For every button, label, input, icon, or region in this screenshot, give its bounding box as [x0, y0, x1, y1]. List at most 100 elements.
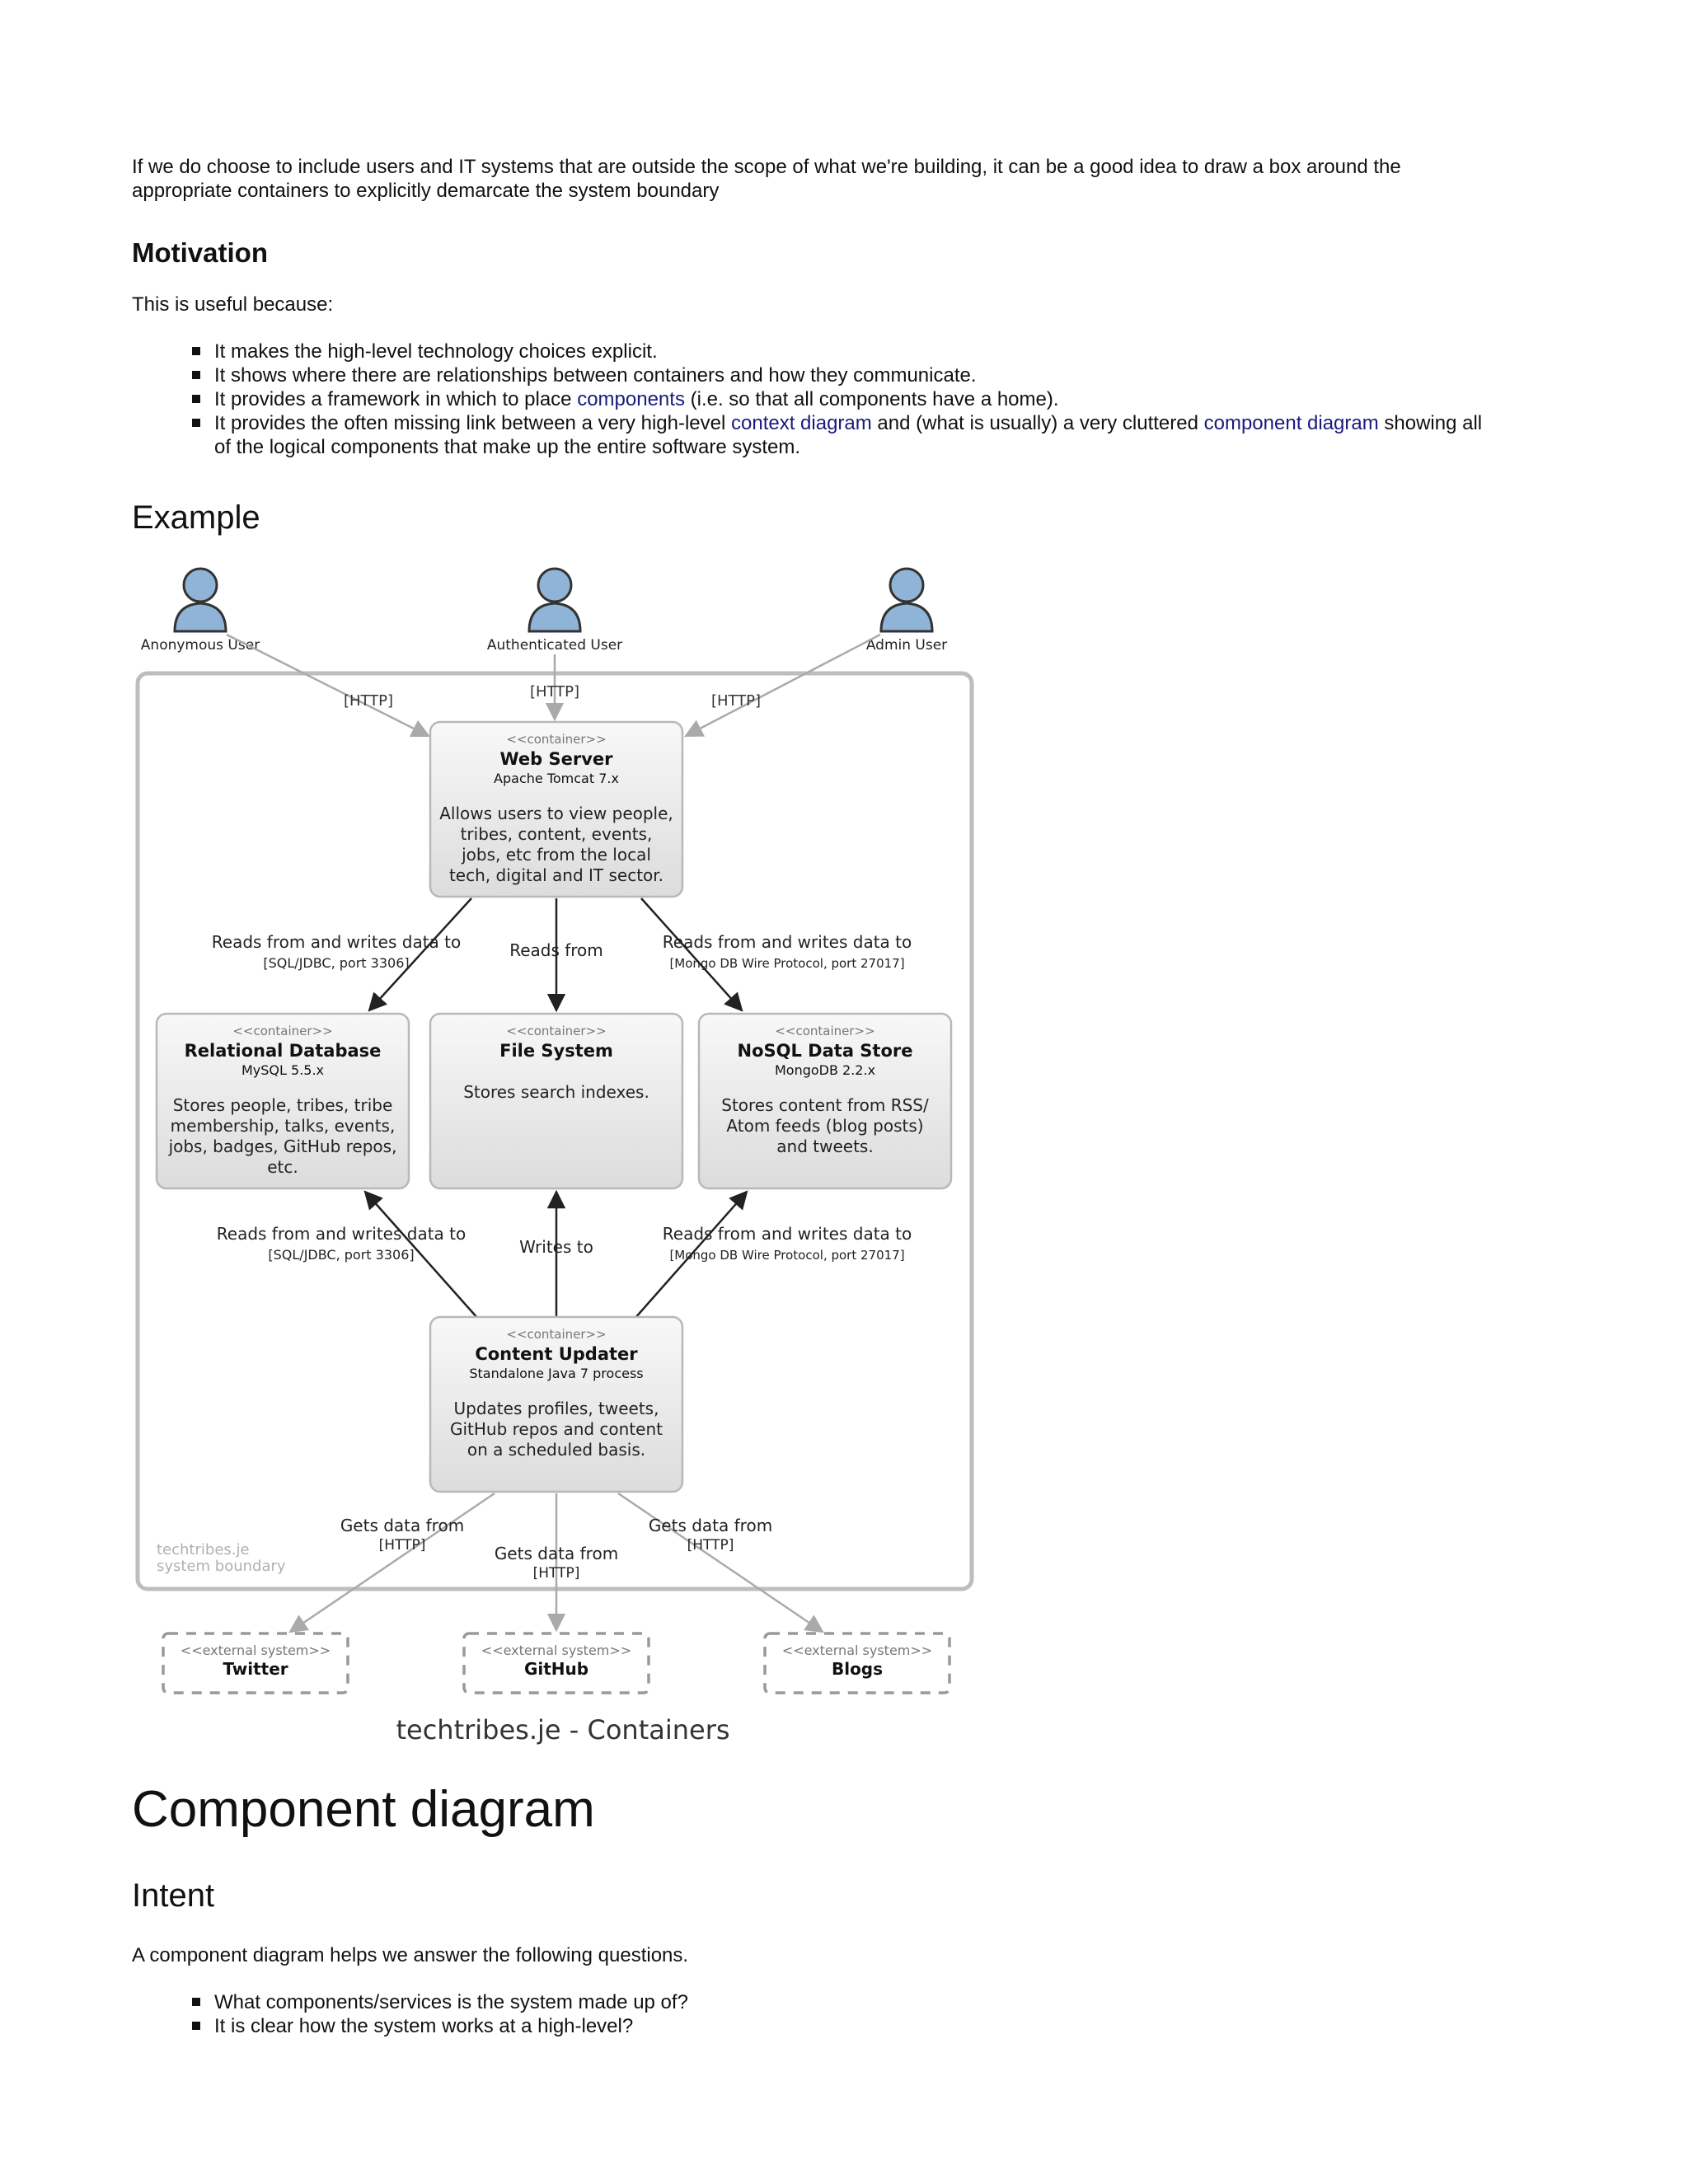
motivation-lead: This is useful because:	[132, 293, 334, 316]
bullet-item: It provides the often missing link betwe…	[192, 411, 1632, 459]
file-system-container: <<container>> File System Stores search …	[429, 1012, 684, 1190]
relational-database-container: <<container>> Relational Database MySQL …	[155, 1012, 410, 1190]
component-diagram-heading: Component diagram	[132, 1781, 595, 1838]
container-desc: membership, talks, events,	[171, 1116, 396, 1136]
bullet-text: (i.e. so that all components have a home…	[684, 388, 1059, 410]
relationship-label: [Mongo DB Wire Protocol, port 27017]	[669, 956, 904, 971]
external-system-blogs: <<external system>> Blogs	[763, 1632, 951, 1694]
container-desc: Updates profiles, tweets,	[454, 1399, 659, 1418]
container-name: Web Server	[499, 749, 613, 769]
relationship-arrow	[634, 1190, 748, 1319]
container-tech: MySQL 5.5.x	[241, 1062, 324, 1078]
stereotype: <<container>>	[775, 1024, 874, 1038]
stereotype: <<external system>>	[181, 1643, 331, 1658]
bullet-text: showing all	[1378, 412, 1483, 434]
relationship-label: Gets data from	[649, 1516, 772, 1535]
external-system-name: Blogs	[832, 1659, 883, 1679]
bullet-text: It shows where there are relationships b…	[214, 364, 977, 387]
component-question-list: What components/services is the system m…	[192, 1990, 1615, 2038]
container-desc: Atom feeds (blog posts)	[726, 1116, 923, 1136]
stereotype: <<external system>>	[782, 1643, 932, 1658]
user-icon	[528, 567, 582, 633]
intro-line-2: appropriate containers to explicitly dem…	[132, 180, 720, 202]
user-icon	[879, 567, 934, 633]
stereotype: <<container>>	[506, 1327, 606, 1342]
external-system-name: GitHub	[524, 1659, 588, 1679]
context-diagram-link[interactable]: context diagram	[731, 412, 872, 434]
relationship-label: Reads from and writes data to	[212, 932, 461, 952]
container-desc: etc.	[267, 1157, 298, 1177]
container-tech: Apache Tomcat 7.x	[494, 771, 619, 786]
external-system-name: Twitter	[223, 1659, 288, 1679]
nosql-data-store-container: <<container>> NoSQL Data Store MongoDB 2…	[697, 1012, 953, 1190]
relationship-label: Gets data from	[495, 1544, 618, 1563]
container-desc: jobs, badges, GitHub repos,	[168, 1137, 397, 1156]
components-link[interactable]: components	[577, 388, 685, 410]
container-diagram: techtribes.je system boundary Anonymous …	[135, 567, 974, 1746]
component-lead: A component diagram helps we answer the …	[132, 1944, 689, 1966]
content-updater-container: <<container>> Content Updater Standalone…	[429, 1315, 684, 1493]
relationship-label: Reads from	[509, 940, 603, 960]
container-tech: MongoDB 2.2.x	[775, 1062, 875, 1078]
stereotype: <<container>>	[506, 1024, 606, 1038]
http-label: [HTTP]	[530, 683, 579, 701]
bullet-text: It makes the high-level technology choic…	[214, 340, 658, 363]
bullet-item: It shows where there are relationships b…	[192, 363, 1632, 387]
user-label: Authenticated User	[487, 637, 622, 654]
relationship-label: Writes to	[519, 1237, 593, 1257]
relationship-arrow	[684, 633, 881, 738]
bullet-item: It is clear how the system works at a hi…	[192, 2014, 1615, 2038]
relationship-label: [HTTP]	[687, 1537, 734, 1554]
bullet-text: of the logical components that make up t…	[214, 436, 801, 458]
external-system-twitter: <<external system>> Twitter	[162, 1632, 349, 1694]
http-label: [HTTP]	[344, 692, 393, 710]
container-desc: on a scheduled basis.	[467, 1440, 645, 1460]
component-diagram-link[interactable]: component diagram	[1203, 412, 1379, 434]
container-desc: Allows users to view people,	[439, 804, 673, 823]
container-desc: tech, digital and IT sector.	[449, 865, 663, 885]
container-desc: GitHub repos and content	[450, 1419, 663, 1439]
container-desc: Stores content from RSS/	[721, 1095, 929, 1115]
bullet-text: It is clear how the system works at a hi…	[214, 2015, 634, 2037]
container-desc: Stores search indexes.	[463, 1082, 649, 1102]
container-name: File System	[499, 1041, 613, 1061]
stereotype: <<container>>	[232, 1024, 332, 1038]
relationship-label: [Mongo DB Wire Protocol, port 27017]	[669, 1248, 904, 1263]
stereotype: <<container>>	[506, 732, 606, 747]
relationship-label: [HTTP]	[379, 1537, 426, 1554]
stereotype: <<external system>>	[481, 1643, 631, 1658]
bullet-text: It provides the often missing link betwe…	[214, 412, 731, 434]
intent-heading: Intent	[132, 1877, 215, 1914]
relationship-label: [SQL/JDBC, port 3306]	[268, 1247, 414, 1263]
http-label: [HTTP]	[711, 692, 761, 710]
bullet-text: It provides a framework in which to plac…	[214, 388, 578, 410]
container-desc: Stores people, tribes, tribe	[173, 1095, 393, 1115]
relationship-arrow	[368, 898, 472, 1012]
container-desc: and tweets.	[776, 1137, 873, 1156]
container-desc: jobs, etc from the local	[461, 845, 651, 865]
relationship-label: Gets data from	[340, 1516, 464, 1535]
diagram-caption: techtribes.je - Containers	[396, 1714, 729, 1746]
relationship-arrow	[640, 898, 743, 1012]
motivation-heading: Motivation	[132, 237, 268, 268]
web-server-container: <<container>> Web Server Apache Tomcat 7…	[429, 720, 684, 898]
container-name: Content Updater	[475, 1344, 638, 1364]
relationship-label: [SQL/JDBC, port 3306]	[263, 955, 409, 971]
relationship-arrow	[617, 1492, 824, 1633]
relationship-label: Reads from and writes data to	[217, 1224, 466, 1244]
relationship-arrow	[288, 1492, 495, 1633]
bullet-text: and (what is usually) a very cluttered	[871, 412, 1204, 434]
relationship-arrow	[226, 633, 431, 738]
user-icon	[173, 567, 227, 633]
bullet-text: What components/services is the system m…	[214, 1991, 688, 2013]
container-desc: tribes, content, events,	[461, 824, 653, 844]
bullet-item: It makes the high-level technology choic…	[192, 340, 1632, 363]
user-label: Admin User	[866, 637, 947, 654]
relationship-label: Reads from and writes data to	[663, 932, 912, 952]
boundary-label: system boundary	[157, 1558, 286, 1575]
boundary-label: techtribes.je	[157, 1541, 250, 1558]
relationship-label: Reads from and writes data to	[663, 1224, 912, 1244]
container-name: Relational Database	[185, 1041, 382, 1061]
example-heading: Example	[132, 499, 260, 536]
